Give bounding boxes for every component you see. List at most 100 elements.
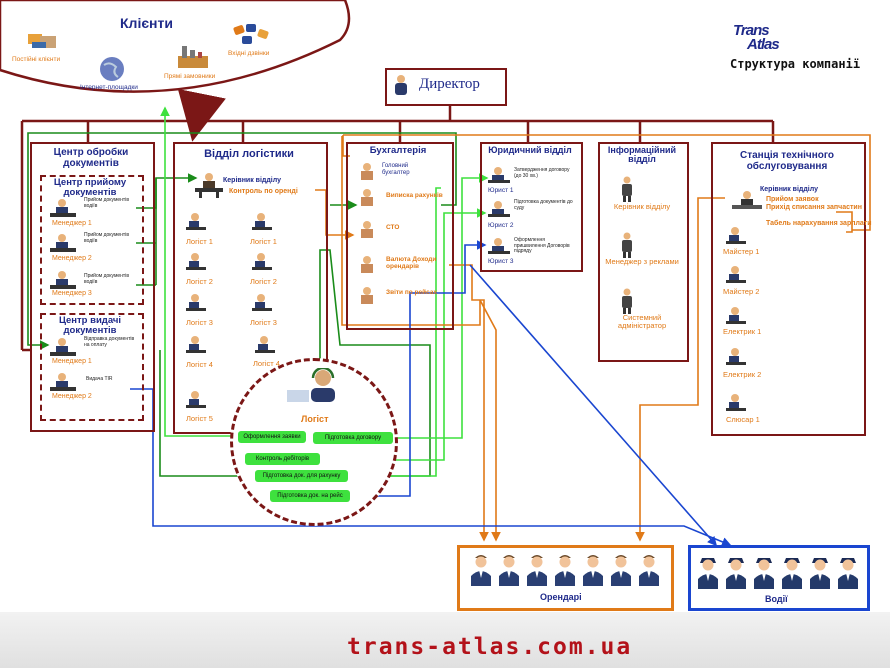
renter-person-icon — [471, 555, 491, 586]
globe-icon — [100, 57, 124, 81]
manager-desk-icon — [50, 199, 76, 217]
info-title: Інформаційний відділ — [607, 145, 677, 165]
handshake-icon — [28, 34, 56, 48]
legal-role: Юрист 3 — [488, 258, 514, 265]
accounting-title: Бухгалтерія — [369, 145, 427, 156]
service-staff: Слюсар 1 — [726, 415, 760, 424]
director-label: Директор — [419, 76, 480, 92]
footer-site: trans-atlas.com.ua — [347, 634, 633, 660]
legal-task: Оформлення пришвилення Договорів підряду — [514, 237, 570, 254]
logist-circle-title: Логіст — [301, 414, 329, 424]
service-head-task: Прихід списання запчастин — [766, 204, 862, 211]
logistics-head-icon — [195, 173, 223, 198]
info-person-icon — [622, 176, 632, 202]
clients-title: Клієнти — [120, 15, 173, 31]
accountant-icon — [361, 287, 373, 304]
lawyer-desk-icon — [488, 238, 510, 254]
logo-atlas: Atlas — [747, 36, 780, 53]
accounting-item: СТО — [386, 224, 400, 231]
client-regular: Постійні клієнти — [12, 56, 61, 63]
logist-desk-icon — [186, 336, 206, 353]
intake-task: Прийом документів водіїв — [84, 197, 129, 209]
intake-role: Менеджер 2 — [52, 255, 92, 262]
logist-label: Логіст 5 — [186, 414, 213, 423]
intake-row-2: Прийом документів водіїв Менеджер 2 — [50, 232, 129, 262]
logistics-head-label: Керівник відділу — [223, 177, 281, 184]
service-staff: Майстер 1 — [723, 247, 760, 256]
mechanic-desk-icon — [726, 266, 746, 283]
logist-desk-icon — [255, 336, 275, 353]
accountant-icon — [361, 189, 373, 206]
logist-desk-icon — [252, 213, 272, 230]
mechanic-desk-icon — [726, 348, 746, 365]
accounting-item: Виписка рахунків — [386, 192, 443, 199]
driver-person-icon — [838, 558, 858, 589]
renter-person-icon — [583, 555, 603, 586]
issue-title: Центр видачі документів — [58, 315, 122, 336]
intake-title: Центр прийому документів — [53, 177, 127, 198]
info-item: Керівник відділу — [613, 202, 671, 211]
client-calls: Вхідні дзвінки — [228, 50, 270, 57]
legal-task: Затвердження договору (до 30 хв.) — [514, 167, 570, 179]
phones-icon — [233, 24, 269, 44]
doc-center-title: Центр обробки документів — [53, 147, 129, 169]
task-pill-order: Оформлення заявки — [238, 431, 306, 443]
task-pill-debtors: Контроль дебіторів — [245, 453, 320, 465]
drivers-label: Водії — [765, 594, 788, 604]
info-person-icon — [622, 288, 632, 314]
manager-desk-icon — [50, 234, 76, 252]
mechanic-desk-icon — [726, 227, 746, 244]
director-tree — [20, 103, 775, 352]
task-pill-trip-docs: Підготовка док. на рейс — [270, 490, 350, 502]
director-person-icon — [395, 75, 407, 95]
intake-role: Менеджер 3 — [52, 290, 92, 297]
task-pill-contract: Підготовка договору — [313, 432, 393, 444]
footer-bar: trans-atlas.com.ua — [0, 612, 890, 668]
logist-desk-icon — [252, 294, 272, 311]
intake-box — [40, 175, 144, 305]
issue-task: Видача TIR — [86, 376, 113, 382]
logist-desk-icon — [252, 253, 272, 270]
legal-role: Юрист 2 — [488, 222, 514, 229]
service-staff: Електрик 1 — [723, 327, 762, 336]
renters-label: Орендарі — [540, 592, 582, 602]
driver-person-icon — [810, 558, 830, 589]
manager-desk-icon — [50, 271, 76, 289]
accounting-item: Звіти по рейсах — [386, 289, 438, 296]
driver-person-icon — [782, 558, 802, 589]
logist-desk-icon — [186, 253, 206, 270]
renter-person-icon — [499, 555, 519, 586]
service-head-task: Табель нарахування зарплати — [766, 220, 872, 227]
issue-role: Менеджер 1 — [52, 358, 92, 365]
service-title: Станція технічного обслуговування — [739, 150, 835, 172]
clients-bubble — [0, 0, 351, 93]
renter-person-icon — [611, 555, 631, 586]
logist-label: Логіст 1 — [250, 237, 277, 246]
renter-person-icon — [527, 555, 547, 586]
intake-task: Прийом документів водіїв — [84, 232, 129, 244]
accountant-icon — [361, 163, 373, 180]
factory-icon — [178, 46, 208, 68]
mechanic-desk-icon — [726, 307, 746, 324]
client-direct: Прямі замовники — [164, 73, 216, 80]
logistics-title: Відділ логістики — [204, 148, 294, 160]
logist-label: Логіст 2 — [186, 277, 213, 286]
logist-desk-icon — [186, 294, 206, 311]
page-subtitle: Структура компанії — [730, 57, 861, 71]
logist-label: Логіст 3 — [186, 318, 213, 327]
accounting-item: Головний бухгалтер — [382, 163, 410, 176]
drivers-box — [688, 545, 870, 611]
service-head-label: Керівник відділу — [760, 186, 818, 193]
logist-label: Логіст 4 — [253, 359, 280, 368]
headset-operator-icon — [287, 368, 335, 402]
logist-label: Логіст 1 — [186, 237, 213, 246]
info-person-icon — [622, 232, 632, 258]
info-item: Менеджер з реклами — [605, 257, 679, 266]
issue-task: Відправка документів на оплату — [84, 336, 135, 348]
service-head-task: Прийом заявок — [766, 196, 819, 203]
service-staff: Майстер 2 — [723, 287, 760, 296]
service-head-icon — [732, 191, 762, 209]
drivers-row — [697, 555, 859, 589]
client-internet: Інтернет-площадки — [80, 84, 138, 91]
